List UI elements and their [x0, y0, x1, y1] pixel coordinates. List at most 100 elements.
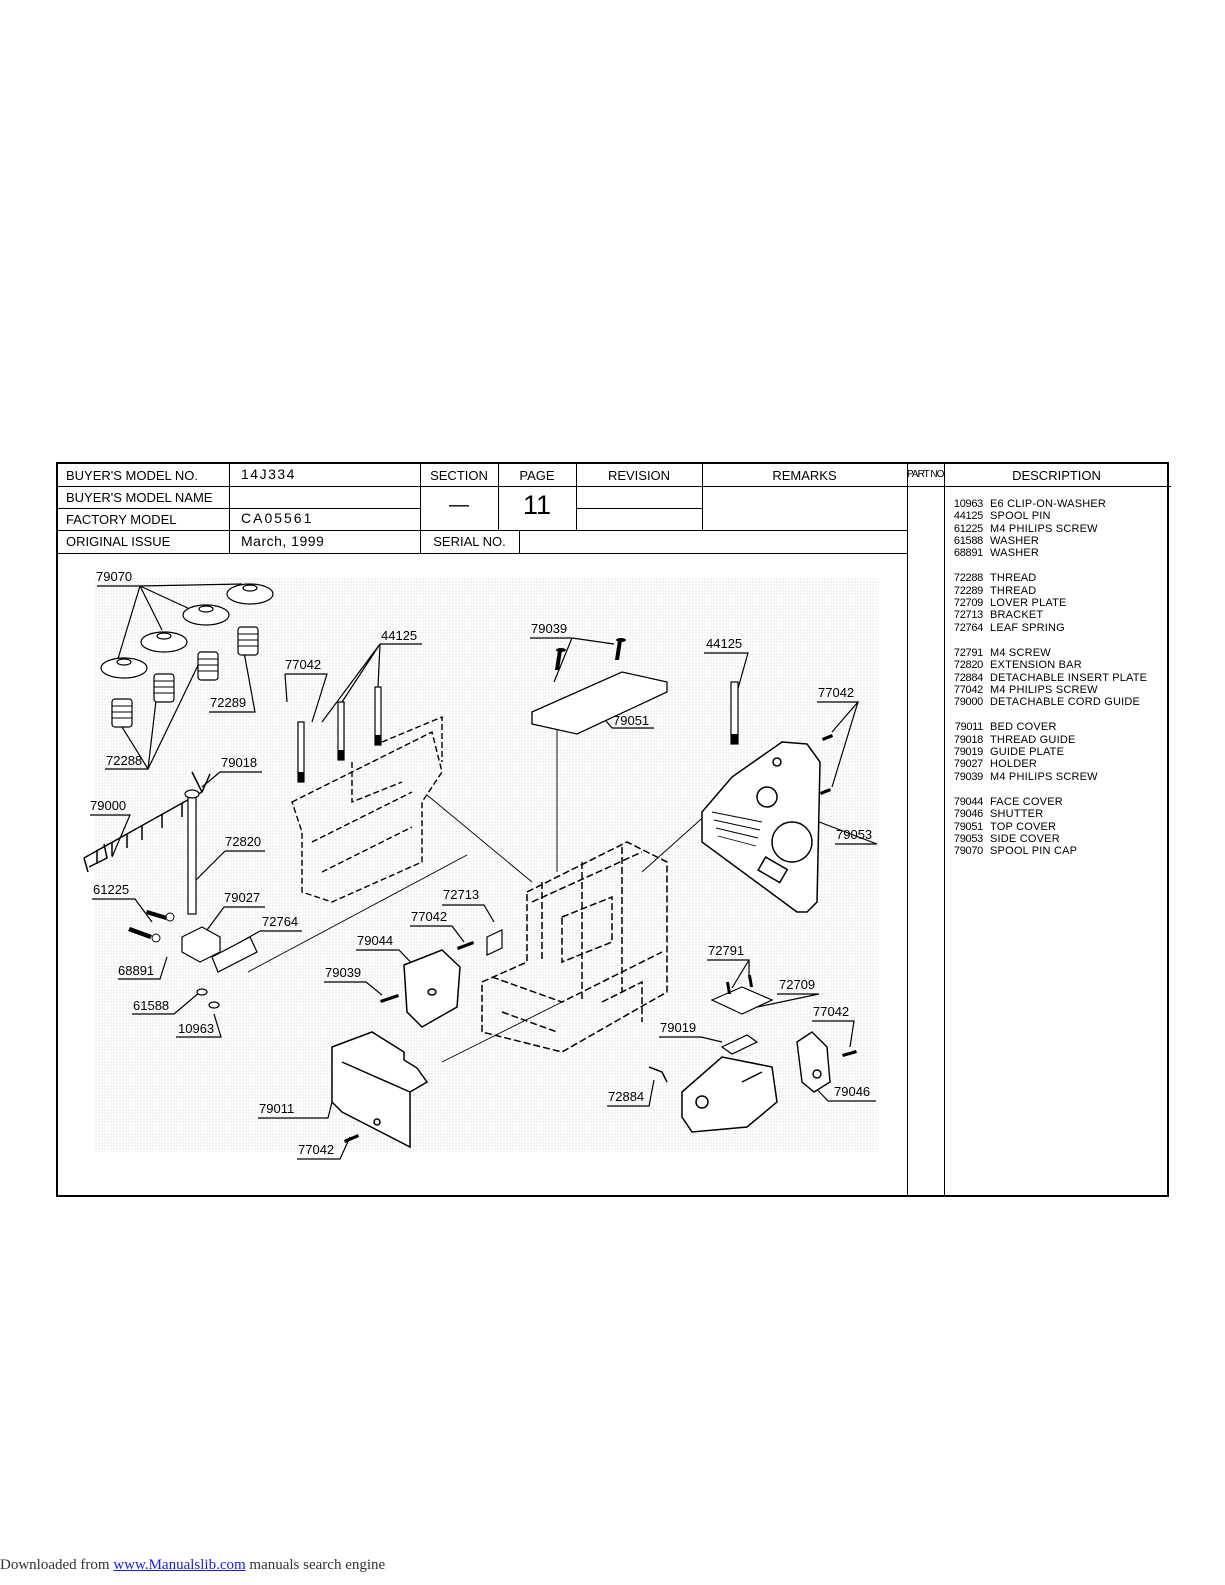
part-number: 79011: [954, 721, 984, 734]
part-description: LOVER PLATE: [990, 597, 1067, 610]
callout-77042: 77042: [298, 1142, 335, 1157]
callout-79051: 79051: [613, 713, 650, 728]
parts-row: 79044 FACE COVER: [920, 796, 1170, 808]
serial-no-label: SERIAL NO.: [433, 534, 506, 549]
part-description: THREAD: [990, 572, 1037, 585]
header-rule: [577, 508, 702, 509]
part-description: LEAF SPRING: [990, 621, 1065, 634]
callout-79039: 79039: [531, 621, 568, 636]
part-description: TOP COVER: [990, 820, 1057, 833]
callout-79070: 79070: [96, 569, 133, 584]
callout-61225: 61225: [93, 882, 130, 897]
part-number: 68891: [953, 547, 983, 560]
part-number: 79044: [953, 795, 983, 808]
download-footer: Downloaded from www.Manualslib.com manua…: [0, 1557, 385, 1574]
part-description: BED COVER: [990, 721, 1057, 734]
part-description: WASHER: [990, 534, 1040, 547]
callout-72764: 72764: [262, 914, 299, 929]
part-number: 72764: [953, 621, 983, 634]
part-number: 72791: [953, 646, 983, 659]
part-number: 44125: [953, 510, 983, 523]
buyers-model-no-label: BUYER'S MODEL NO.: [66, 468, 199, 483]
original-issue-label: ORIGINAL ISSUE: [66, 534, 171, 549]
factory-model-label: FACTORY MODEL: [66, 512, 177, 527]
buyers-model-no: 14J334: [241, 466, 296, 482]
original-issue: March, 1999: [241, 533, 325, 549]
part-number: 61225: [953, 522, 983, 535]
part-description: M4 PHILIPS SCREW: [990, 522, 1098, 535]
part-description: GUIDE PLATE: [990, 746, 1065, 759]
manualslib-link[interactable]: www.Manualslib.com: [113, 1557, 246, 1573]
part-number: 10963: [953, 498, 983, 510]
part-number: 79039: [953, 770, 983, 783]
parts-row: 79000 DETACHABLE CORD GUIDE: [920, 696, 1170, 708]
parts-row: 61225 M4 PHILIPS SCREW: [920, 523, 1170, 535]
callout-72884: 72884: [608, 1089, 645, 1104]
part-number: 72289: [953, 584, 983, 597]
footer-prefix: Downloaded from: [0, 1557, 114, 1573]
part-description: M4 PHILIPS SCREW: [990, 683, 1098, 696]
callout-79046: 79046: [834, 1084, 871, 1099]
parts-sheet: BUYER'S MODEL NO. 14J334 BUYER'S MODEL N…: [56, 462, 1171, 1197]
callout-77042: 77042: [411, 909, 448, 924]
buyers-model-name-label: BUYER'S MODEL NAME: [66, 490, 213, 505]
callout-10963: 10963: [178, 1021, 215, 1036]
part-description: E6 CLIP-ON-WASHER: [990, 498, 1107, 510]
part-description: SIDE COVER: [990, 832, 1060, 845]
header-rule: [576, 464, 577, 530]
callout-72289: 72289: [210, 695, 247, 710]
callout-79039: 79039: [325, 965, 362, 980]
exploded-parts-diagram: [83, 577, 879, 1160]
part-description: DETACHABLE CORD GUIDE: [990, 696, 1141, 709]
page-label: PAGE: [519, 468, 555, 483]
parts-row: 72764 LEAF SPRING: [920, 622, 1170, 634]
callout-79044: 79044: [357, 933, 394, 948]
part-number: 79070: [953, 845, 983, 858]
part-number: 72709: [953, 597, 983, 610]
part-number: 61588: [953, 534, 983, 547]
parts-group: 79044 FACE COVER 79046 SHUTTER 79051 TOP CO…: [920, 796, 1170, 857]
callout-77042: 77042: [813, 1004, 850, 1019]
callout-68891: 68891: [118, 963, 155, 978]
header-rule: [519, 530, 520, 553]
parts-row: 79046 SHUTTER: [920, 808, 1170, 820]
callout-79011: 79011: [259, 1101, 295, 1116]
section-label: SECTION: [430, 468, 488, 483]
callout-79027: 79027: [224, 890, 261, 905]
callout-79019: 79019: [660, 1020, 697, 1035]
part-description: WASHER: [990, 547, 1040, 560]
header-rule: [420, 464, 421, 553]
part-description: HOLDER: [990, 758, 1038, 771]
footer-suffix: manuals search engine: [245, 1557, 386, 1573]
part-number: 79027: [953, 758, 983, 771]
parts-row: 72709 LOVER PLATE: [920, 597, 1170, 609]
part-number: 72820: [953, 659, 983, 672]
parts-row: 10963 E6 CLIP-ON-WASHER: [920, 498, 1170, 510]
part-description: DETACHABLE INSERT PLATE: [990, 671, 1148, 684]
part-description: M4 SCREW: [990, 646, 1051, 659]
parts-row: 68891 WASHER: [920, 547, 1170, 559]
part-no-label: PART NO.: [907, 469, 946, 480]
header-rule: [58, 530, 907, 531]
part-number: 79046: [953, 808, 983, 821]
parts-row: 79039 M4 PHILIPS SCREW: [920, 771, 1170, 783]
callout-77042: 77042: [818, 685, 855, 700]
parts-row: 61588 WASHER: [920, 535, 1170, 547]
parts-column-rule: [944, 464, 945, 1197]
part-description: SHUTTER: [990, 808, 1044, 821]
part-description: FACE COVER: [990, 795, 1063, 808]
part-number: 77042: [953, 683, 983, 696]
part-number: 79000: [953, 696, 983, 709]
description-label: DESCRIPTION: [1012, 468, 1101, 483]
part-description: M4 PHILIPS SCREW: [990, 770, 1098, 783]
part-number: 79051: [953, 820, 983, 833]
